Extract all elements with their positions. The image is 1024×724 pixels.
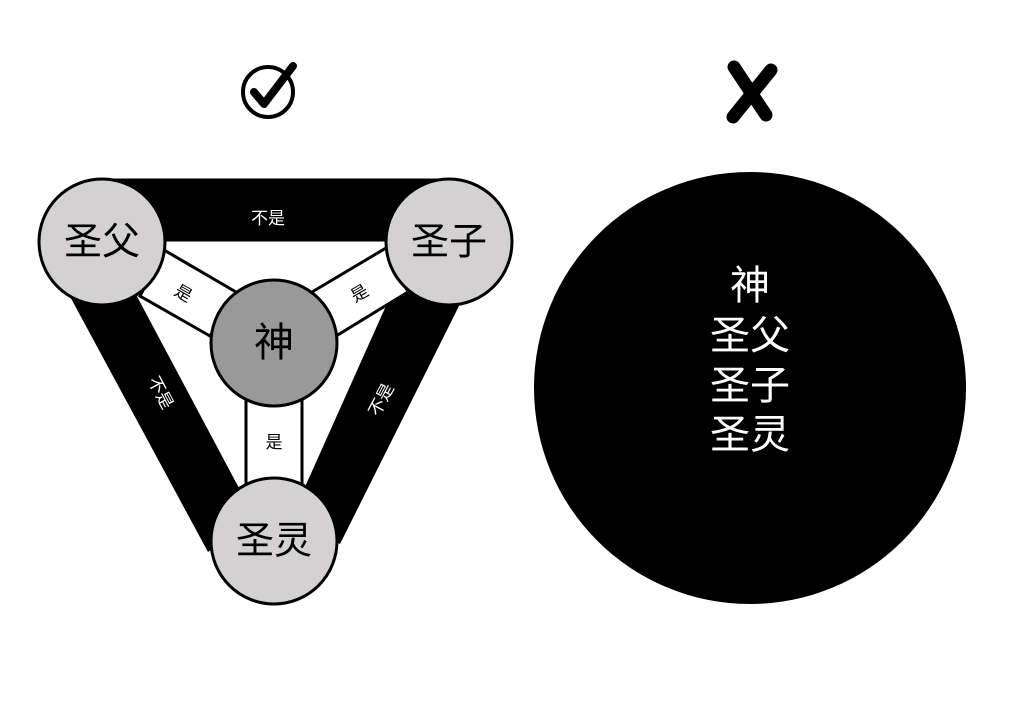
trinity-shield-diagram: 不是 不是 不是 是 是 是 圣父 圣子 圣灵 神 (37, 177, 514, 606)
check-circle-icon (241, 62, 297, 119)
unity-line-spirit: 圣灵 (710, 412, 790, 458)
band-son-spirit (292, 270, 470, 544)
node-spirit-label: 圣灵 (236, 519, 312, 563)
label-spirit-god: 是 (266, 433, 283, 453)
unity-circle (534, 172, 966, 604)
wrong-unity-diagram: 神 圣父 圣子 圣灵 (534, 172, 966, 604)
node-spirit: 圣灵 (209, 476, 339, 606)
unity-line-son: 圣子 (710, 363, 790, 409)
node-god-label: 神 (254, 320, 294, 366)
node-father-label: 圣父 (64, 220, 140, 264)
node-son-label: 圣子 (411, 220, 487, 264)
node-god: 神 (209, 278, 339, 408)
cross-mark-icon (726, 60, 778, 124)
unity-line-father: 圣父 (710, 313, 790, 359)
label-father-son: 不是 (251, 209, 285, 229)
node-son: 圣子 (384, 177, 514, 307)
band-father-spirit (60, 272, 256, 552)
node-father: 圣父 (37, 177, 167, 307)
unity-line-god: 神 (730, 263, 770, 309)
